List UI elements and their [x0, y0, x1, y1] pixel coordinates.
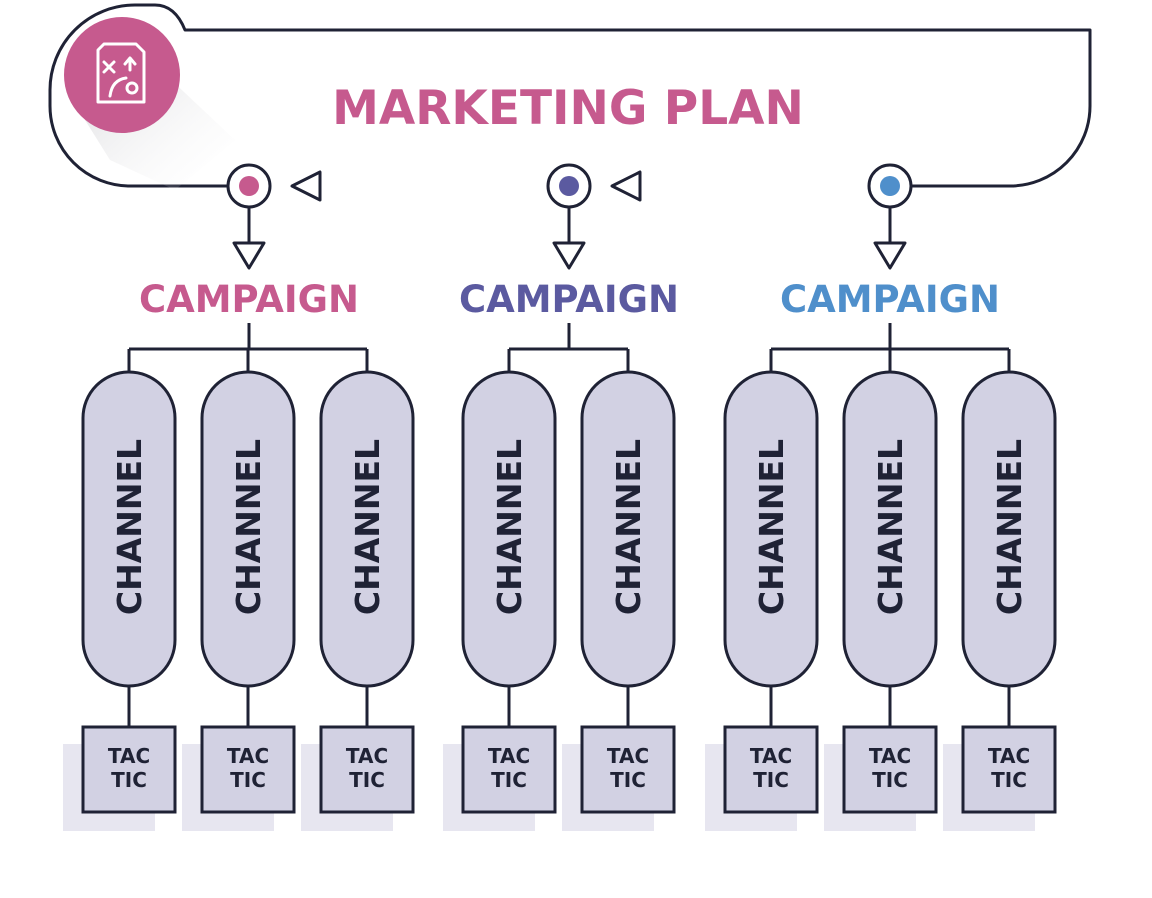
channel-label: CHANNEL [110, 439, 149, 615]
campaign-group: CAMPAIGNCHANNELTACTICCHANNELTACTICCHANNE… [705, 163, 1057, 831]
strategy-board-icon [96, 42, 146, 104]
tactic-label: TAC [750, 744, 792, 768]
arrow-down-icon [873, 241, 907, 270]
channel-label: CHANNEL [229, 439, 268, 615]
tactic-box [81, 725, 177, 814]
tactic-label: TAC [346, 744, 388, 768]
tactic-label: TIC [991, 768, 1027, 792]
tactic-box [461, 725, 557, 814]
tactic-label: TIC [491, 768, 527, 792]
arrow-down-icon [552, 241, 586, 270]
tactic-label: TAC [108, 744, 150, 768]
campaign-node-dot [880, 176, 900, 196]
tactic-label: TIC [872, 768, 908, 792]
plan-frame-outline [48, 3, 1092, 188]
plan-title: MARKETING PLAN [332, 81, 804, 136]
tactic-label: TAC [488, 744, 530, 768]
tactic-box [580, 725, 676, 814]
tactic-box [319, 725, 415, 814]
tactic-label: TIC [111, 768, 147, 792]
tactic-label: TIC [349, 768, 385, 792]
plan-icon-circle [64, 17, 180, 133]
channel-label: CHANNEL [990, 439, 1029, 615]
tactic-label: TIC [230, 768, 266, 792]
campaign-label: CAMPAIGN [139, 278, 359, 321]
tactic-label: TAC [227, 744, 269, 768]
campaign-label: CAMPAIGN [459, 278, 679, 321]
tactic-box [200, 725, 296, 814]
channel-label: CHANNEL [609, 439, 648, 615]
tactic-label: TAC [869, 744, 911, 768]
channel-label: CHANNEL [752, 439, 791, 615]
channel-label: CHANNEL [348, 439, 387, 615]
tactic-label: TAC [988, 744, 1030, 768]
arrow-left-icon [290, 170, 322, 202]
tactic-label: TAC [607, 744, 649, 768]
plan-frame: MARKETING PLAN [48, 3, 1092, 190]
campaign-label: CAMPAIGN [780, 278, 1000, 321]
arrow-left-icon [610, 170, 642, 202]
arrow-down-icon [232, 241, 266, 270]
flow-arrows [290, 170, 642, 202]
campaign-node-dot [239, 176, 259, 196]
channel-label: CHANNEL [871, 439, 910, 615]
tactic-label: TIC [753, 768, 789, 792]
tactic-box [842, 725, 938, 814]
campaigns: CAMPAIGNCHANNELTACTICCHANNELTACTICCHANNE… [63, 163, 1057, 831]
tactic-box [723, 725, 819, 814]
tactic-label: TIC [610, 768, 646, 792]
channel-label: CHANNEL [490, 439, 529, 615]
campaign-group: CAMPAIGNCHANNELTACTICCHANNELTACTICCHANNE… [63, 163, 415, 831]
campaign-node-dot [559, 176, 579, 196]
tactic-box [961, 725, 1057, 814]
